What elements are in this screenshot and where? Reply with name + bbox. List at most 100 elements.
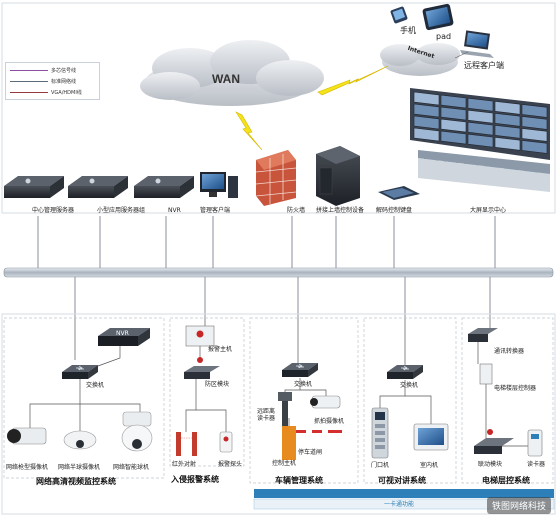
firewall-label: 防火墙: [287, 207, 306, 214]
legend-row: 标准网络线: [6, 77, 101, 86]
reader-pole-icon: [278, 392, 292, 438]
device-wire: [299, 378, 327, 396]
management-client-icon: [200, 172, 238, 198]
firewall-icon: [255, 150, 297, 206]
speed-dome-icon: [121, 411, 153, 452]
plate-cam-label: 抓拍摄像机: [314, 418, 345, 425]
elevator-controller-body: [479, 363, 493, 385]
top-frame: [1, 2, 556, 214]
center-server-label: 中心管理服务器: [32, 207, 75, 214]
nvr-front: [98, 336, 138, 346]
subsystem-panel: [169, 317, 245, 467]
remote-client-label: 远程客户端: [464, 61, 504, 70]
video-wall-panel: [413, 127, 440, 142]
box-side: [114, 176, 128, 198]
video-wall-panel: [413, 91, 440, 106]
box-emblem: [89, 178, 95, 184]
reader-head: [278, 392, 292, 401]
box-side: [50, 176, 64, 198]
legend-label: VGA/HDMI线: [51, 90, 82, 96]
converter-front: [468, 334, 488, 342]
parking-switch-label: 交换机: [294, 381, 313, 388]
internet-to-laptop-line: [454, 51, 469, 59]
box-top: [68, 176, 128, 186]
linkage-module-icon: [474, 429, 514, 454]
device-wire: [284, 389, 300, 392]
internet-link-bolt: [317, 65, 389, 96]
switch-top: [62, 365, 98, 372]
storage-server-label: 小型应用服务器组: [97, 207, 146, 214]
nvr-top: [98, 328, 150, 336]
card-reader-icon: [527, 429, 543, 457]
alarm-title: 入侵报警系统: [171, 475, 219, 484]
switch-arrows: [401, 365, 409, 371]
core-cabinet-icon: [316, 146, 360, 206]
switch-top: [387, 365, 423, 372]
cctv-cam3-label: 网络智能球机: [113, 464, 150, 471]
switch-front: [62, 372, 88, 379]
card-reader-body: [527, 429, 543, 457]
switch-front: [282, 370, 308, 377]
module-front: [184, 372, 210, 379]
linkage-indicator: [487, 429, 493, 435]
video-wall-panel: [494, 124, 521, 139]
box-emblem: [25, 178, 31, 184]
video-wall-panel: [467, 133, 494, 148]
indoor-unit-screen: [418, 428, 444, 445]
barrier-cabinet: [282, 426, 296, 460]
alarm-module-label: 防区模块: [205, 381, 230, 388]
alarm-host-icon: [185, 325, 215, 347]
speed-dome-lens: [132, 439, 142, 449]
linkage-top: [474, 438, 514, 446]
cctv-nvr-label: NVR: [116, 330, 129, 337]
cctv-nvr-icon: [98, 328, 150, 346]
box-emblem: [155, 178, 161, 184]
device-wire: [379, 380, 406, 408]
nvr-label: NVR: [168, 207, 181, 214]
box-side: [180, 176, 194, 198]
alarm-host-label: 报警主机: [208, 346, 233, 353]
phone-label: 手机: [400, 26, 416, 35]
video-wall-panel: [521, 104, 548, 118]
linkage-module-label: 联动模块: [478, 461, 503, 468]
box-top: [134, 176, 194, 186]
box-front: [134, 186, 180, 198]
box-front: [4, 186, 50, 198]
parking-controller-label: 控制主机: [272, 460, 297, 467]
door-unit-icon: [371, 407, 389, 459]
backbone-bus: [3, 267, 554, 278]
internet-cloud: [380, 43, 460, 76]
pad-label: pad: [436, 32, 452, 41]
elevator-title: 电梯层控系统: [482, 476, 530, 485]
barrier-arm-stripe: [322, 430, 328, 433]
wan-label: WAN: [212, 72, 240, 86]
wan-link-bolt: [235, 111, 263, 151]
card-reader-label: 读卡器: [527, 461, 546, 468]
device-wire: [196, 409, 227, 432]
wan-cloud: [140, 40, 324, 106]
video-wall-panel: [440, 106, 467, 121]
infrared-beam-icon: [176, 432, 197, 456]
cctv-cam2-label: 网络半球摄像机: [58, 464, 101, 471]
nvr-server-icon: [134, 176, 194, 198]
camera-lens: [7, 429, 21, 443]
beam-post-right: [192, 432, 197, 456]
pad-icon: [422, 3, 454, 31]
video-wall-panel: [467, 121, 494, 136]
legend-label: 多芯信号线: [51, 68, 77, 74]
video-wall-icon: [410, 88, 550, 192]
card-reader-screen: [531, 434, 539, 439]
subsystem-panel: [249, 317, 359, 484]
video-wall-panel: [494, 136, 521, 151]
watermark-badge: 铁图网络科技: [486, 497, 551, 514]
video-wall-panel: [521, 128, 548, 142]
video-wall-panel: [467, 97, 494, 112]
nvr-side: [138, 328, 150, 346]
intercom-title: 可视对讲系统: [378, 476, 426, 485]
switch-arrows: [296, 363, 304, 369]
switch-top: [282, 363, 318, 370]
cctv-switch-label: 交换机: [86, 382, 105, 389]
speed-dome-ball: [121, 424, 153, 452]
video-wall-panel: [413, 103, 440, 118]
dome-camera-icon: [63, 430, 97, 450]
